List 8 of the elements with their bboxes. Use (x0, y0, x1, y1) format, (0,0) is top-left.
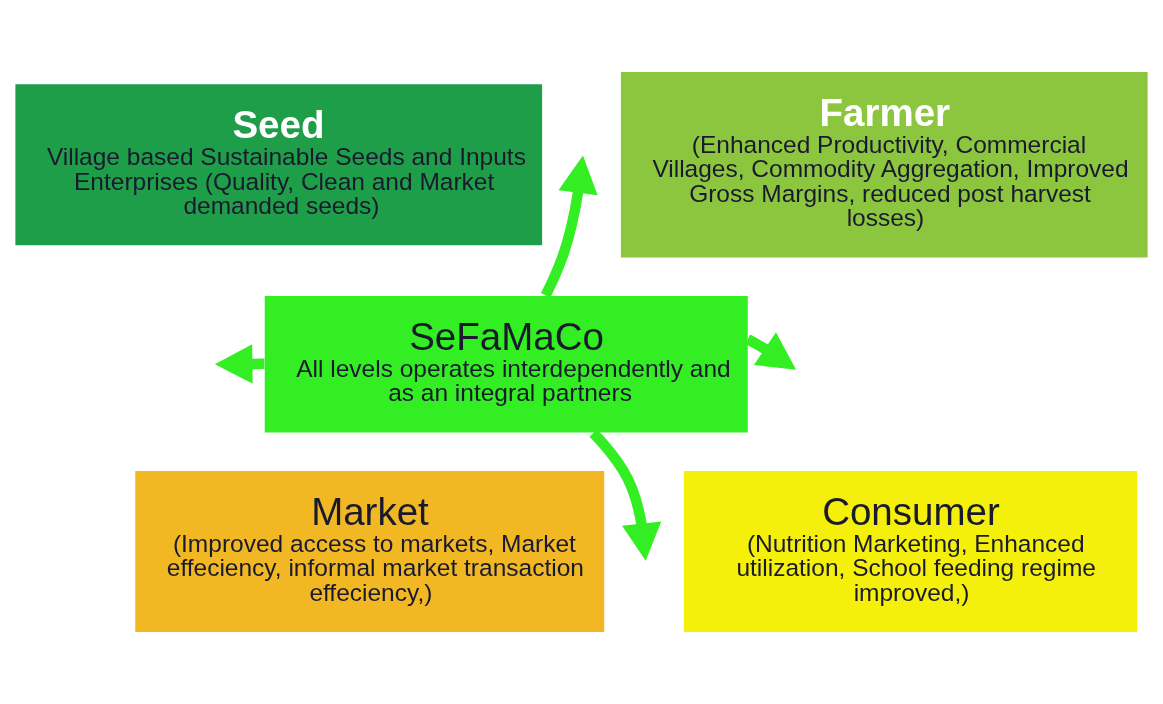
arrow (540, 155, 598, 298)
node-box: Consumer (Nutrition Marketing, Enhanced utilization, School feeding regime improved,) (683, 471, 1138, 632)
node-box: Market (Improved access to markets, Market effeciency, informal market transaction effeciency,) (135, 471, 605, 632)
node-box: SeFaMaCo All levels operates interdependently and as an integral partners (264, 296, 748, 433)
node-box: Farmer (Enhanced Productivity, Commercial Villages, Commodity Aggregation, Improved Gross Margins, reduced post harvest losses) (620, 72, 1148, 258)
node-box: Seed Village based Sustainable Seeds and Inputs Enterprises (Quality, Clean and Market demanded seeds) (15, 84, 543, 246)
arrow (745, 332, 797, 370)
arrow (589, 429, 662, 561)
